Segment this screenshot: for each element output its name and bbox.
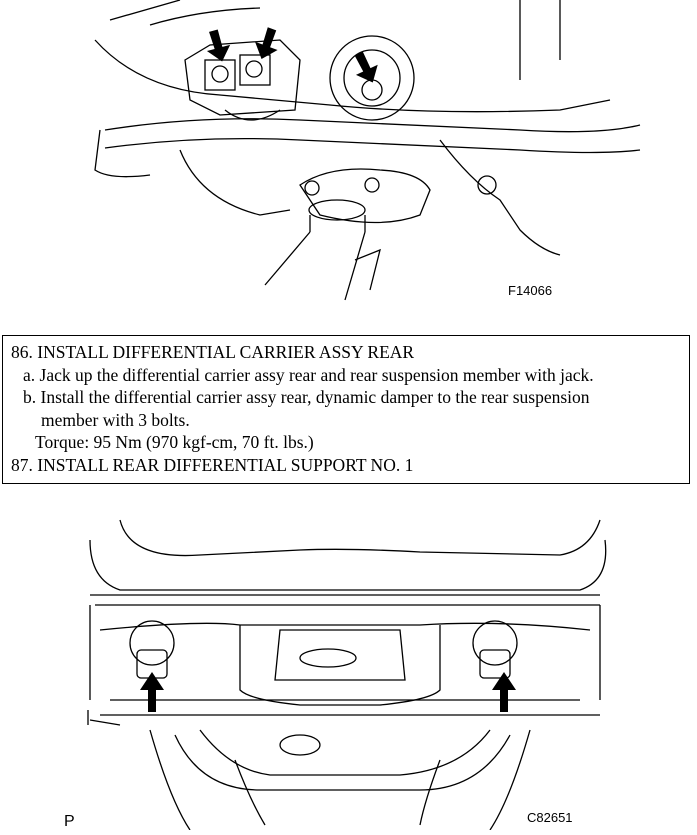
step-86b-continued: member with 3 bolts. <box>41 409 190 430</box>
step-86-heading: 86. INSTALL DIFFERENTIAL CARRIER ASSY RE… <box>11 342 415 362</box>
arrow-icon <box>354 51 378 83</box>
arrow-up-icon <box>140 672 164 712</box>
step-86a: a. Jack up the differential carrier assy… <box>23 364 594 385</box>
arrow-icon <box>255 27 278 60</box>
step-86b: b. Install the differential carrier assy… <box>23 387 590 407</box>
differential-support-illustration: P C82651 <box>0 500 697 831</box>
support-line-drawing <box>87 519 607 831</box>
torque-spec: Torque: 95 Nm (970 kgf-cm, 70 ft. lbs.) <box>35 432 314 452</box>
step-87-heading: 87. INSTALL REAR DIFFERENTIAL SUPPORT NO… <box>11 454 414 475</box>
arrow-icon <box>206 29 231 62</box>
arrow-up-icon <box>492 672 516 712</box>
bolt-arrows <box>140 672 516 712</box>
bolt-arrows <box>206 27 378 83</box>
figure-id: C82651 <box>527 810 573 825</box>
carrier-line-drawing <box>94 0 641 301</box>
figure-id: F14066 <box>508 283 553 298</box>
view-mark: P <box>64 813 75 830</box>
instruction-box: 86. INSTALL DIFFERENTIAL CARRIER ASSY RE… <box>2 335 690 484</box>
differential-carrier-illustration: F14066 <box>0 0 697 310</box>
